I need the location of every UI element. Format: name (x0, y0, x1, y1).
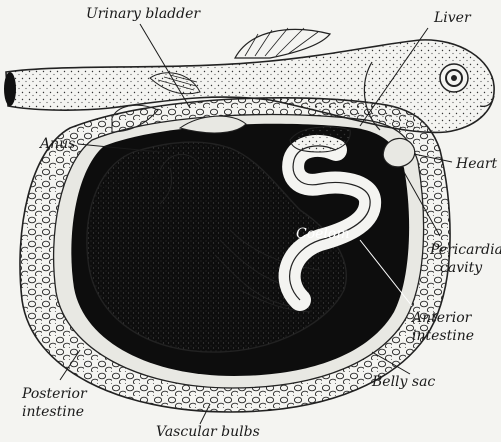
dorsal-fin-rays (245, 28, 318, 56)
label-anus: Anus (38, 136, 75, 152)
label-pericardial-2: cavity (440, 260, 483, 276)
label-vascular-bulbs: Vascular bulbs (156, 424, 260, 440)
label-anterior-2: intestine (412, 328, 474, 344)
fish-tail-stump (4, 72, 16, 106)
label-posterior-1: Posterior (21, 386, 88, 402)
label-coelom: Coelom (296, 226, 350, 242)
label-posterior-2: intestine (22, 404, 84, 420)
label-heart: Heart (455, 156, 498, 172)
label-belly-sac: Belly sac (371, 374, 435, 390)
label-liver: Liver (433, 10, 472, 26)
label-anterior-1: Anterior (410, 310, 473, 326)
label-pericardial-1: Pericardial (429, 242, 501, 258)
label-urinary-bladder: Urinary bladder (86, 6, 201, 22)
heart (383, 138, 414, 166)
